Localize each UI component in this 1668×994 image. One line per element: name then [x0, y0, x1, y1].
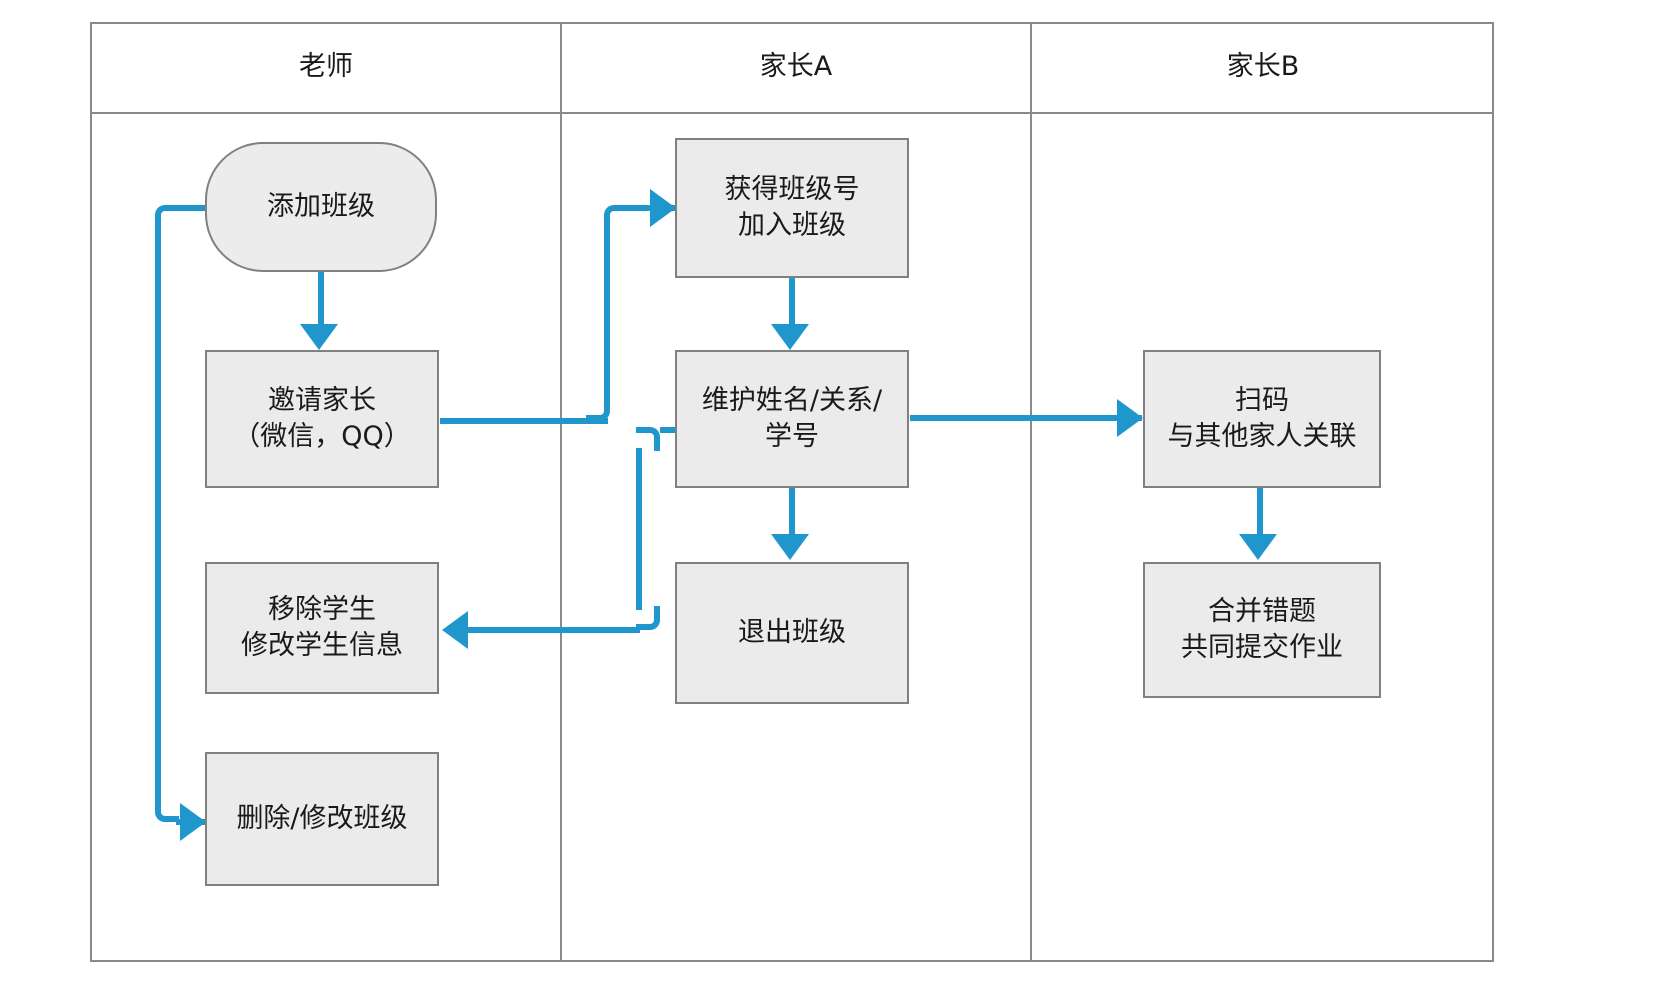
edge-invite-to-getclass-vertical	[604, 226, 610, 400]
edge-maintain-to-remove-top-segment	[660, 427, 678, 433]
edge-maintain-to-quit-arrowhead	[771, 534, 809, 560]
edge-scancode-to-merge-line	[1257, 488, 1263, 540]
edge-add-class-to-delete-class-corner-top	[155, 205, 179, 229]
node-scan-code[interactable]: 扫码 与其他家人关联	[1143, 350, 1381, 488]
edge-add-class-to-invite-parent-arrowhead	[300, 324, 338, 350]
edge-maintain-to-remove-bottom-segment	[466, 627, 640, 633]
lane-divider-parenta-parentb	[1030, 22, 1032, 962]
edge-add-class-to-delete-class-top-segment	[176, 205, 210, 211]
edge-maintain-to-remove-corner-top	[636, 427, 660, 451]
edge-getclass-to-maintain-arrowhead	[771, 324, 809, 350]
edge-maintain-to-remove-vertical	[636, 448, 642, 610]
edge-add-class-to-delete-class-arrowhead	[180, 803, 206, 841]
lane-header-parent-a: 家长A	[759, 51, 833, 82]
edge-invite-to-getclass-corner-top	[604, 205, 628, 229]
edge-maintain-to-remove-arrowhead	[442, 611, 468, 649]
edge-maintain-to-remove-corner-bottom	[636, 606, 660, 630]
node-invite-parent[interactable]: 邀请家长 （微信，QQ）	[205, 350, 439, 488]
edge-add-class-to-delete-class-vertical	[155, 226, 161, 812]
edge-add-class-to-delete-class-corner-bottom	[155, 798, 179, 822]
node-remove-student[interactable]: 移除学生 修改学生信息	[205, 562, 439, 694]
node-delete-class[interactable]: 删除/修改班级	[205, 752, 439, 886]
edge-scancode-to-merge-arrowhead	[1239, 534, 1277, 560]
swimlane-header-rule	[90, 112, 1494, 114]
edge-maintain-to-quit-line	[789, 488, 795, 540]
node-add-class[interactable]: 添加班级	[205, 142, 437, 272]
edge-add-class-to-invite-parent-line	[318, 272, 324, 330]
lane-header-parent-b: 家长B	[1226, 51, 1300, 82]
lane-header-teacher: 老师	[299, 51, 353, 82]
node-quit-class[interactable]: 退出班级	[675, 562, 909, 704]
node-get-class-number[interactable]: 获得班级号 加入班级	[675, 138, 909, 278]
node-merge-homework[interactable]: 合并错题 共同提交作业	[1143, 562, 1381, 698]
edge-maintain-to-scancode-line	[910, 415, 1142, 421]
edge-invite-to-getclass-arrowhead	[650, 189, 676, 227]
edge-invite-to-getclass-corner-bottom	[586, 397, 610, 421]
edge-invite-to-getclass-bottom-segment	[440, 418, 608, 424]
edge-getclass-to-maintain-line	[789, 278, 795, 330]
edge-maintain-to-scancode-arrowhead	[1117, 399, 1143, 437]
node-maintain-info[interactable]: 维护姓名/关系/ 学号	[675, 350, 909, 488]
lane-divider-teacher-parenta	[560, 22, 562, 962]
